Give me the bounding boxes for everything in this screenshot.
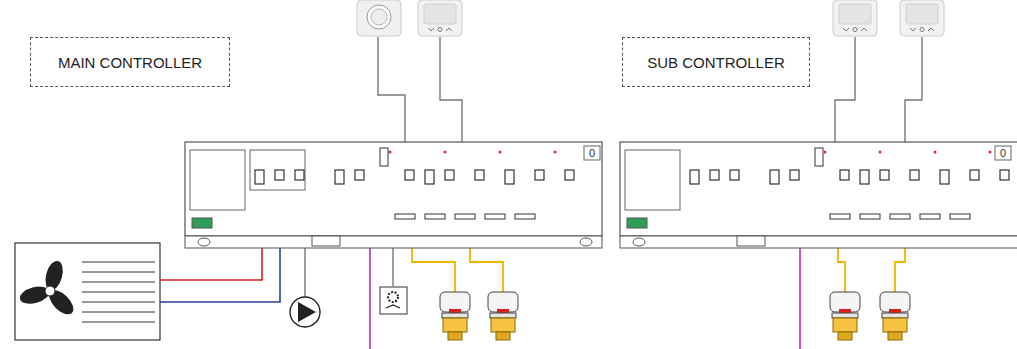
- connector-strip: [830, 214, 850, 219]
- terminal-block: [770, 170, 779, 184]
- terminal-block: [445, 170, 454, 180]
- terminal-block: [790, 170, 799, 180]
- terminal-block: [970, 170, 979, 180]
- terminal-block: [535, 170, 544, 180]
- terminal-block: [475, 170, 484, 180]
- sub-controller-board: [620, 142, 1017, 248]
- connector-strip: [950, 214, 970, 219]
- terminal-block: [355, 170, 364, 180]
- dip-switch: [380, 148, 388, 166]
- connector-strip: [920, 214, 940, 219]
- connector-strip: [395, 214, 415, 219]
- connector-strip: [425, 214, 445, 219]
- caption-text: SUB CONTROLLER: [647, 54, 785, 71]
- status-led: [879, 151, 882, 154]
- terminal-block: [405, 170, 414, 180]
- fin-line: [82, 312, 155, 313]
- main-controller-board: [185, 142, 602, 248]
- connector-strip: [890, 214, 910, 219]
- fin-line: [82, 262, 155, 263]
- valve-actuator: [488, 292, 518, 340]
- connector-strip: [860, 214, 880, 219]
- digital-thermostat: [900, 0, 944, 36]
- terminal-block: [910, 170, 919, 180]
- terminal-block: [295, 170, 304, 180]
- terminal-block: [710, 170, 719, 180]
- fin-line: [82, 292, 155, 293]
- terminal-block: [565, 170, 574, 180]
- connector-strip: [485, 214, 505, 219]
- status-led: [444, 151, 447, 154]
- terminal-block: [255, 170, 264, 184]
- controller-caption-box: SUB CONTROLLER: [622, 37, 810, 87]
- status-led: [499, 151, 502, 154]
- fin-line: [82, 272, 155, 273]
- status-led: [389, 151, 392, 154]
- heat-pump: [15, 243, 160, 340]
- valve-actuator: [880, 292, 910, 340]
- status-led: [554, 151, 557, 154]
- status-led: [824, 151, 827, 154]
- caption-text: MAIN CONTROLLER: [58, 54, 202, 71]
- digital-thermostat: [418, 0, 462, 36]
- fin-line: [82, 322, 155, 323]
- terminal-block: [425, 170, 434, 184]
- mode-switch: [380, 287, 407, 314]
- terminal-block: [840, 170, 849, 180]
- terminal-block: [1000, 170, 1009, 180]
- valve-actuator: [830, 292, 860, 340]
- board-number: 0: [1000, 148, 1006, 159]
- controller-caption-box: MAIN CONTROLLER: [30, 37, 230, 87]
- terminal-block: [275, 170, 284, 180]
- digital-thermostat: [833, 0, 877, 36]
- terminal-block: [505, 170, 514, 184]
- valve-actuator: [440, 292, 470, 340]
- circulation-pump: [290, 297, 320, 327]
- dial-thermostat: [357, 0, 401, 36]
- terminal-block: [860, 170, 869, 184]
- fin-line: [82, 302, 155, 303]
- board-number: 0: [589, 148, 595, 159]
- connector-strip: [515, 214, 535, 219]
- status-led: [989, 151, 992, 154]
- fin-line: [82, 282, 155, 283]
- terminal-block: [690, 170, 699, 184]
- status-led: [934, 151, 937, 154]
- connector-strip: [455, 214, 475, 219]
- terminal-block: [335, 170, 344, 184]
- terminal-block: [880, 170, 889, 180]
- terminal-block: [940, 170, 949, 184]
- dip-switch: [815, 148, 823, 166]
- terminal-block: [730, 170, 739, 180]
